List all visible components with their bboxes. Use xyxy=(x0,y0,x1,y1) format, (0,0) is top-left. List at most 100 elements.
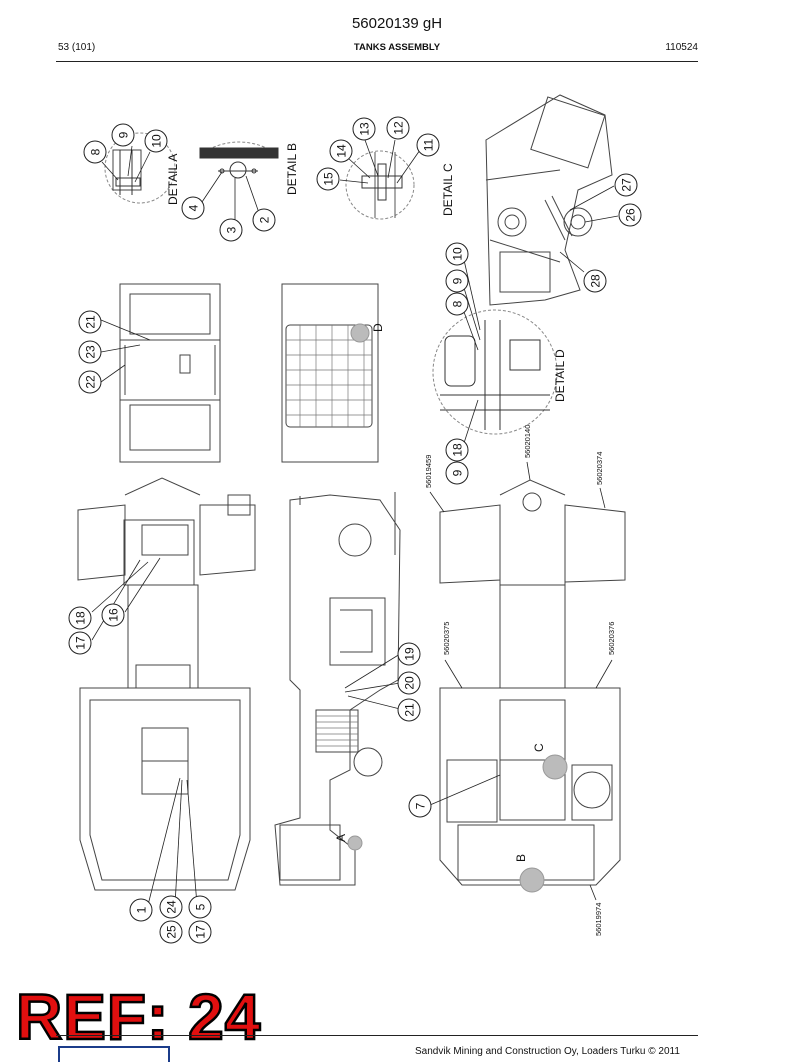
item-balloon: 22 xyxy=(78,370,102,394)
item-balloon: 8 xyxy=(83,140,107,164)
part-number-label: 56020374 xyxy=(595,452,604,485)
detail-c-title: DETAIL C xyxy=(441,163,455,216)
item-balloon: 4 xyxy=(181,196,205,220)
header-rule xyxy=(56,61,698,62)
item-balloon: 18 xyxy=(445,438,469,462)
item-balloon: 18 xyxy=(68,606,92,630)
item-balloon: 3 xyxy=(219,218,243,242)
view-letter-d: D xyxy=(371,323,385,332)
item-balloon-label: 25 xyxy=(165,925,179,939)
part-number-label: 56019974 xyxy=(594,903,603,936)
item-balloon-label: 17 xyxy=(74,636,88,650)
item-balloon-label: 7 xyxy=(414,802,428,809)
tank-side-view-left xyxy=(119,283,221,463)
item-balloon: 9 xyxy=(111,123,135,147)
item-balloon-label: 13 xyxy=(358,122,372,136)
page-title: TANKS ASSEMBLY xyxy=(353,42,441,53)
item-balloon: 27 xyxy=(614,173,638,197)
item-balloon: 15 xyxy=(316,167,340,191)
view-letter-a: A xyxy=(334,834,348,842)
detail-b-title: DETAIL B xyxy=(285,143,299,195)
part-number-label: 56020140 xyxy=(523,425,532,458)
item-balloon: 23 xyxy=(78,340,102,364)
part-number-label: 56020376 xyxy=(607,622,616,655)
item-balloon: 8 xyxy=(445,292,469,316)
item-balloon-label: 10 xyxy=(451,247,465,261)
item-balloon-label: 20 xyxy=(403,676,417,690)
item-balloon-label: 1 xyxy=(135,906,149,913)
item-balloon-label: 14 xyxy=(335,144,349,158)
vehicle-side-view xyxy=(274,492,401,886)
item-balloon-label: 28 xyxy=(589,274,603,288)
item-balloon: 9 xyxy=(445,461,469,485)
leader-lines xyxy=(91,139,619,906)
item-balloon-label: 24 xyxy=(165,900,179,914)
detail-c-view xyxy=(345,150,415,220)
item-balloon-label: 8 xyxy=(451,300,465,307)
isometric-view xyxy=(485,94,613,306)
item-balloon: 10 xyxy=(445,242,469,266)
item-balloon: 28 xyxy=(583,269,607,293)
vehicle-top-view-right xyxy=(439,479,626,893)
item-balloon-label: 16 xyxy=(107,608,121,622)
part-number-label: 56019459 xyxy=(424,455,433,488)
item-balloon: 12 xyxy=(386,116,410,140)
item-balloon: 26 xyxy=(618,203,642,227)
item-balloon: 17 xyxy=(188,920,212,944)
item-balloon-label: 15 xyxy=(322,172,336,186)
vehicle-top-view-left xyxy=(77,477,256,891)
item-balloon-label: 27 xyxy=(620,178,634,192)
item-balloon: 24 xyxy=(159,895,183,919)
item-balloon: 11 xyxy=(416,133,440,157)
item-balloon: 20 xyxy=(397,671,421,695)
item-balloon: 5 xyxy=(188,895,212,919)
item-balloon: 14 xyxy=(329,139,353,163)
item-balloon-label: 5 xyxy=(194,903,208,910)
item-balloon: 21 xyxy=(397,698,421,722)
footer-copyright: Sandvik Mining and Construction Oy, Load… xyxy=(415,1046,680,1057)
part-number-label: 56020375 xyxy=(442,622,451,655)
item-balloon: 17 xyxy=(68,631,92,655)
view-letter-c: C xyxy=(532,743,546,752)
item-balloon: 19 xyxy=(397,642,421,666)
detail-a-title: DETAIL A xyxy=(166,154,180,205)
item-balloon-label: 21 xyxy=(84,315,98,329)
item-balloon-label: 12 xyxy=(392,121,406,135)
item-balloon-label: 23 xyxy=(84,345,98,359)
item-balloon: 21 xyxy=(78,310,102,334)
document-number: 56020139 gH xyxy=(351,15,443,32)
item-balloon-label: 22 xyxy=(84,375,98,389)
item-balloon-label: 9 xyxy=(451,469,465,476)
item-balloon-label: 9 xyxy=(451,277,465,284)
item-balloon-label: 17 xyxy=(194,925,208,939)
item-balloon-label: 9 xyxy=(117,131,131,138)
detail-d-view xyxy=(432,309,558,435)
item-balloon-label: 2 xyxy=(258,216,272,223)
page-number: 53 (101) xyxy=(58,42,96,53)
item-balloon: 25 xyxy=(159,920,183,944)
item-balloon: 7 xyxy=(408,794,432,818)
document-date: 110524 xyxy=(665,42,698,53)
detail-d-title: DETAIL D xyxy=(553,349,567,402)
item-balloon-label: 10 xyxy=(150,134,164,148)
item-balloon: 16 xyxy=(101,603,125,627)
footer-rule xyxy=(56,1035,698,1036)
item-balloon-label: 3 xyxy=(225,226,239,233)
item-balloon-label: 21 xyxy=(403,703,417,717)
item-balloon: 13 xyxy=(352,117,376,141)
item-balloon-label: 4 xyxy=(187,204,201,211)
item-balloon-label: 11 xyxy=(422,138,436,151)
item-balloon-label: 8 xyxy=(89,148,103,155)
reference-stamp: REF: 24 xyxy=(15,981,262,1053)
item-balloon: 1 xyxy=(129,898,153,922)
item-balloon-label: 18 xyxy=(451,443,465,457)
item-balloon-label: 19 xyxy=(403,647,417,661)
item-balloon-label: 18 xyxy=(74,611,88,625)
item-balloon-label: 26 xyxy=(624,208,638,222)
item-balloon: 10 xyxy=(144,129,168,153)
view-letter-b: B xyxy=(514,854,528,862)
item-balloon: 9 xyxy=(445,269,469,293)
detail-b-view xyxy=(199,141,279,179)
